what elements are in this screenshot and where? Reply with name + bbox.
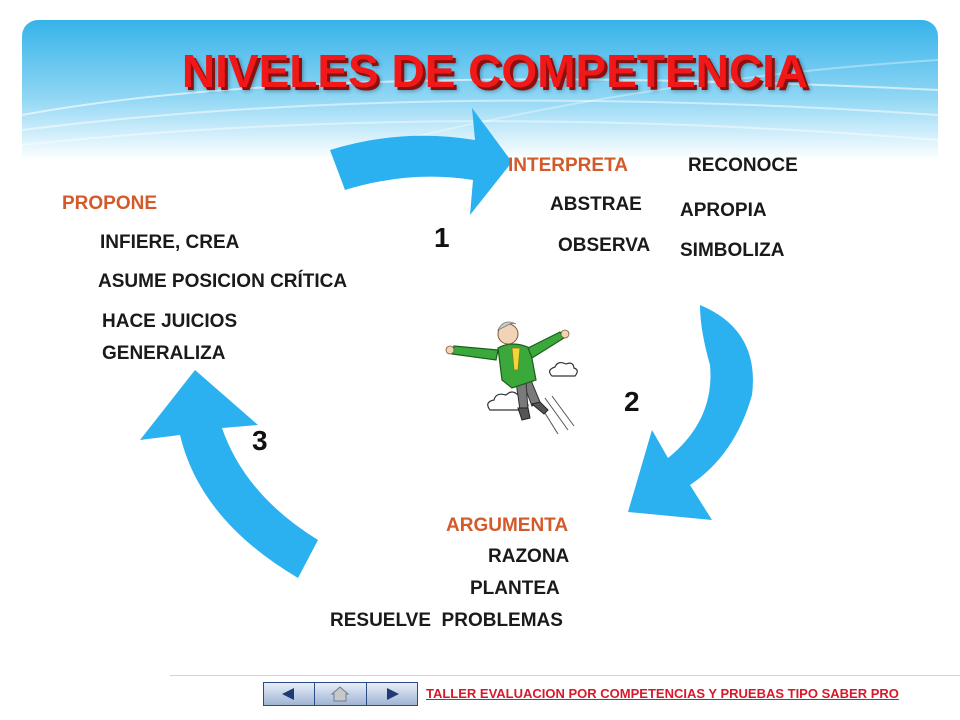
step-1-number: 1 (434, 222, 450, 253)
step-2-item: PLANTEA (470, 578, 560, 599)
home-button[interactable] (315, 682, 367, 706)
slide-navigation (263, 682, 418, 706)
step-1-item: RECONOCE (688, 155, 798, 176)
step-2-heading: ARGUMENTA (446, 515, 569, 536)
step-1-item: ABSTRAE (550, 194, 642, 215)
step-2-item: RAZONA (488, 546, 570, 567)
footer-divider (170, 675, 960, 676)
previous-slide-button[interactable] (263, 682, 316, 706)
arrow-left-icon (282, 688, 295, 700)
step-3-item: HACE JUICIOS (102, 311, 238, 332)
next-slide-button[interactable] (366, 682, 418, 706)
step-1-item: SIMBOLIZA (680, 240, 785, 261)
arrow-2-icon (628, 305, 753, 520)
step-3-item: ASUME POSICION CRÍTICA (98, 271, 348, 292)
step-2-item: RESUELVE PROBLEMAS (330, 610, 563, 631)
step-3-heading: PROPONE (62, 193, 158, 214)
page-title: NIVELES DE COMPETENCIA (181, 45, 809, 97)
step-1-item: OBSERVA (558, 235, 651, 256)
step-3-item: GENERALIZA (102, 343, 226, 364)
step-3-item: INFIERE, CREA (100, 232, 240, 253)
step-1-item: APROPIA (680, 200, 767, 221)
step-3-number: 3 (252, 425, 268, 456)
flying-man-illustration (445, 321, 578, 435)
arrow-1-icon (330, 108, 512, 215)
step-1-heading: INTERPRETA (508, 155, 628, 176)
footer-caption: TALLER EVALUACION POR COMPETENCIAS Y PRU… (426, 686, 899, 701)
arrow-3-icon (140, 370, 318, 578)
arrow-right-icon (386, 688, 399, 700)
home-icon (331, 686, 350, 702)
step-2-number: 2 (624, 386, 640, 417)
